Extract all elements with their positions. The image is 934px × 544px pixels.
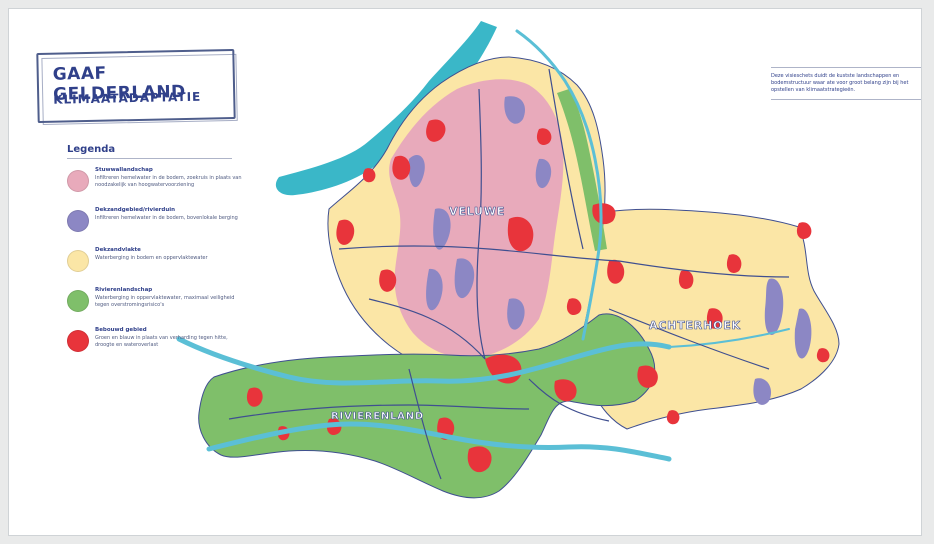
legend-swatch (67, 250, 89, 272)
legend-item-description: Infiltreren hemelwater in de bodem, zoek… (95, 175, 242, 188)
region-label-achterhoek: ACHTERHOEK (649, 319, 741, 332)
legend-item-name: Dekzandgebied/rivierduin (95, 207, 176, 213)
info-note: Deze visieschets duidt de kustste landsc… (771, 67, 921, 100)
legend-swatch (67, 290, 89, 312)
legend-item-description: Infiltreren hemelwater in de bodem, bove… (95, 215, 238, 221)
legend-item-dekzandvlakte: Dekzandvlakte Waterberging in bodem en o… (67, 247, 257, 277)
legend-title: Legenda (67, 144, 232, 159)
region-label-veluwe: VELUWE (449, 205, 505, 218)
map-subtitle: KLIMAATADAPTATIE (53, 89, 202, 107)
legend-item-name: Stuwwallandschap (95, 167, 153, 173)
legend-swatch (67, 330, 89, 352)
legend-item-rivierenlandschap: Rivierenlandschap Waterberging in opperv… (67, 287, 257, 317)
title-box: GAAF GELDERLAND KLIMAATADAPTATIE (36, 48, 236, 124)
legend-item-name: Bebouwd gebied (95, 327, 147, 333)
map-title: GAAF GELDERLAND (52, 63, 186, 105)
legend-item-name: Rivierenlandschap (95, 287, 153, 293)
legend-item-name: Dekzandvlakte (95, 247, 141, 253)
legend-swatch (67, 210, 89, 232)
gelderland-map: VELUWE ACHTERHOEK RIVIERENLAND (176, 21, 840, 499)
legend: Legenda Stuwwallandschap Infiltreren hem… (67, 144, 257, 367)
legend-item-description: Waterberging in bodem en oppervlaktewate… (95, 255, 208, 261)
legend-item-bebouwd: Bebouwd gebied Groen en blauw in plaats … (67, 327, 257, 357)
map-canvas: VELUWE ACHTERHOEK RIVIERENLAND GAAF GELD… (8, 8, 922, 536)
legend-item-dekzandgebied: Dekzandgebied/rivierduin Infiltreren hem… (67, 207, 257, 237)
rivers (176, 29, 790, 462)
legend-item-stuwwal: Stuwwallandschap Infiltreren hemelwater … (67, 167, 257, 197)
legend-item-description: Groen en blauw in plaats van verharding … (95, 335, 228, 348)
lake (275, 21, 497, 196)
region-label-rivierenland: RIVIERENLAND (331, 411, 424, 422)
roads (228, 68, 790, 480)
legend-swatch (67, 170, 89, 192)
legend-item-description: Waterberging in oppervlaktewater, maxima… (95, 295, 235, 308)
